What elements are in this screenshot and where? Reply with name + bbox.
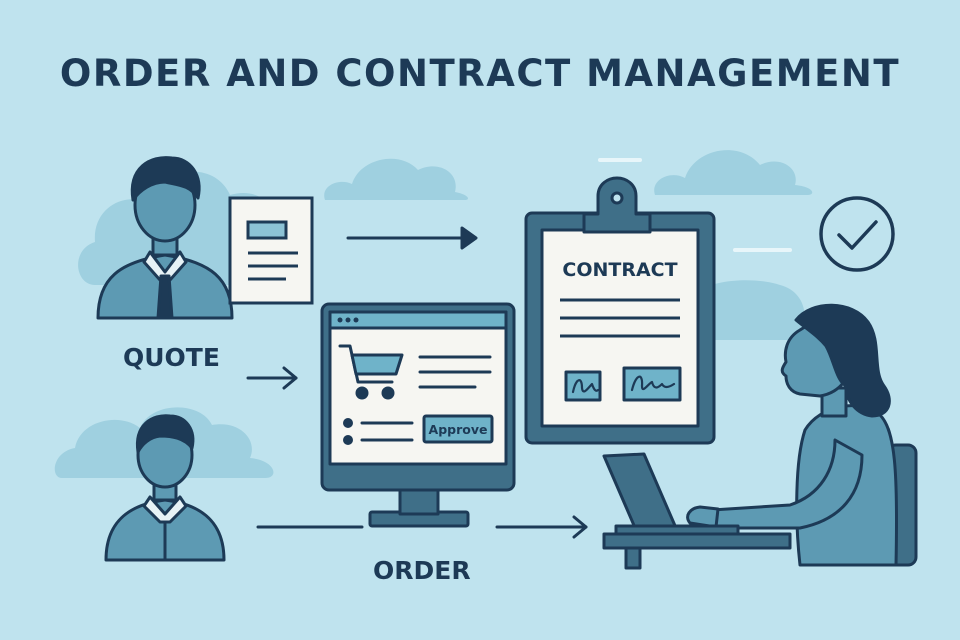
store-list xyxy=(343,418,414,445)
signature-scribble-1 xyxy=(571,379,600,394)
quote-person xyxy=(96,156,234,320)
contract-title: CONTRACT xyxy=(562,259,677,281)
woman-at-laptop xyxy=(602,303,918,570)
order-person-hair xyxy=(135,414,195,454)
browser-dot-1 xyxy=(337,317,343,323)
clipboard-clip xyxy=(582,176,652,234)
monitor-browser-bar xyxy=(328,310,508,330)
signature-scribble-2 xyxy=(630,375,676,392)
laptop-screen xyxy=(602,452,678,532)
order-person xyxy=(104,414,226,562)
approve-button[interactable]: Approve xyxy=(422,414,494,444)
browser-dot-3 xyxy=(353,317,359,323)
cloud-top-center xyxy=(324,158,468,200)
order-label: ORDER xyxy=(373,556,471,585)
flow-arrows xyxy=(246,226,588,539)
arrow-quote-to-contract xyxy=(346,226,478,250)
contract-clipboard xyxy=(524,176,716,445)
store-text-lines xyxy=(418,355,492,389)
woman-hair xyxy=(794,303,891,418)
desk xyxy=(602,532,792,550)
cloud-mid-right xyxy=(700,280,805,340)
check-circle-icon xyxy=(819,196,895,272)
monitor-stand xyxy=(398,486,440,516)
clipboard-clip-hole xyxy=(610,191,624,205)
quote-document-sheet xyxy=(228,196,314,305)
page-title: ORDER AND CONTRACT MANAGEMENT xyxy=(59,52,901,95)
quote-document-header-box xyxy=(246,220,288,240)
order-person-collar xyxy=(142,495,188,524)
quote-label: QUOTE xyxy=(123,343,220,372)
approve-button-label: Approve xyxy=(429,422,488,437)
browser-dot-2 xyxy=(345,317,351,323)
signature-icon xyxy=(564,366,682,402)
arrow-store-to-laptop xyxy=(495,515,588,539)
quote-person-tie xyxy=(156,274,174,320)
woman-hand xyxy=(686,505,720,529)
cloud-top-right xyxy=(654,150,813,195)
quote-document xyxy=(228,196,314,305)
signature-box-1 xyxy=(564,370,602,402)
shopping-cart-icon xyxy=(338,344,404,400)
desk-leg xyxy=(624,546,642,570)
quote-person-hair xyxy=(130,156,201,202)
list-bullet-1 xyxy=(343,418,353,428)
quote-person-collar xyxy=(142,250,188,282)
arrow-quote-to-store xyxy=(246,366,298,390)
list-bullet-2 xyxy=(343,435,353,445)
woman-arm xyxy=(710,438,864,530)
